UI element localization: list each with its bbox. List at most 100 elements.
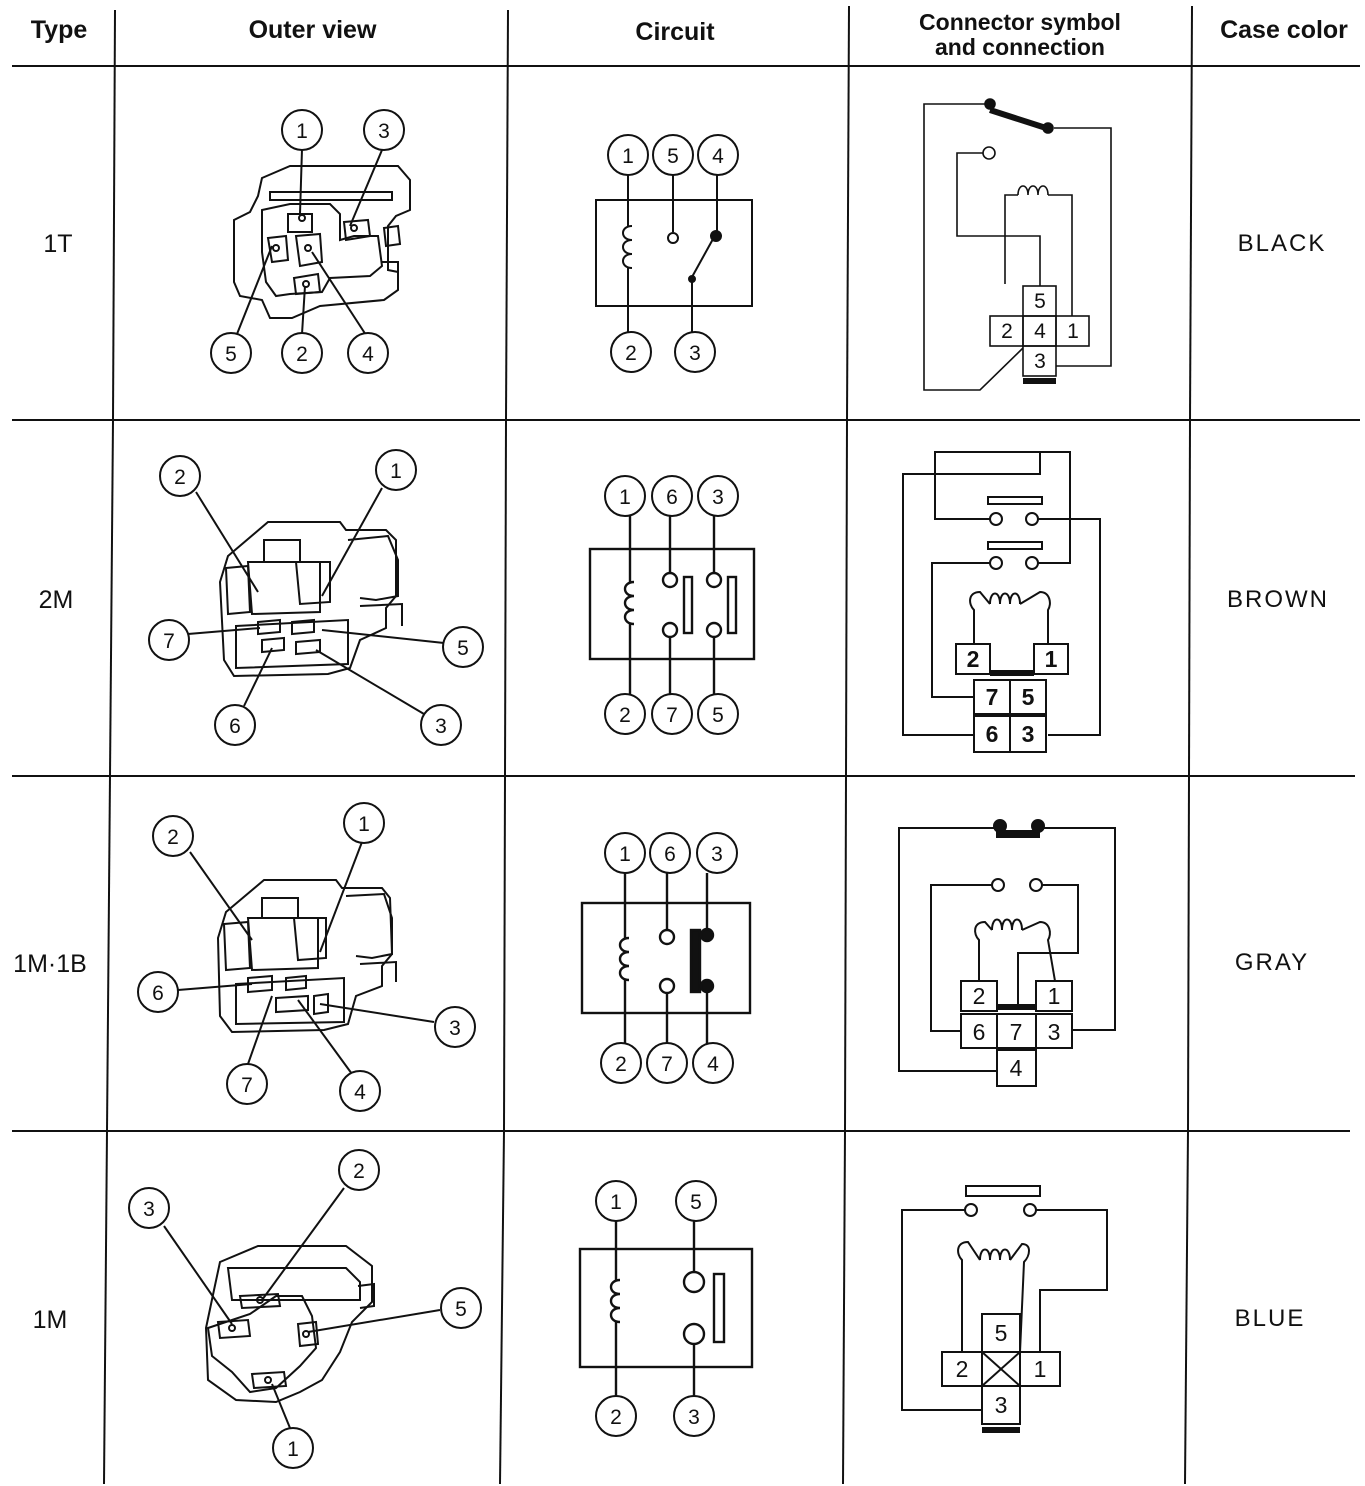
outer-2m-pin-2: 2 (174, 466, 186, 489)
outer-1t-pin-5: 5 (225, 343, 237, 366)
callout-circle (210, 332, 252, 374)
circuit-1t-pin-4: 4 (712, 145, 724, 168)
outer-1m-pin-2: 2 (353, 1160, 365, 1183)
connector-2m (902, 451, 1101, 753)
circuit-1t-pin-1: 1 (622, 145, 634, 168)
header-connector-line1: Connector symbol (919, 9, 1121, 35)
conn-2m-cell-6: 6 (986, 721, 999, 747)
outer-1m1b-pin-6: 6 (152, 982, 164, 1005)
callout-circle (347, 332, 389, 374)
circuit-1m (578, 1220, 754, 1396)
conn-1m1b-cell-1: 1 (1048, 983, 1061, 1009)
circuit-2m-pin-7: 7 (666, 704, 678, 727)
outer-view-1m (163, 1187, 441, 1429)
connector-1t (923, 98, 1112, 391)
conn-1t-cell-3: 3 (1034, 350, 1046, 373)
circuit-1m-pin-2: 2 (610, 1406, 622, 1429)
outer-2m-pin-5: 5 (457, 637, 469, 660)
table-grid (12, 5, 1360, 1485)
conn-1t-cell-1: 1 (1067, 320, 1079, 343)
outer-1m1b-pin-2: 2 (167, 826, 179, 849)
outer-1t-pin-3: 3 (378, 120, 390, 143)
circuit-1m1b (580, 873, 752, 1044)
circuit-2m-pin-6: 6 (666, 486, 678, 509)
conn-1m1b-cell-3: 3 (1048, 1019, 1061, 1045)
outer-1t-pin-1: 1 (296, 120, 308, 143)
header-circuit: Circuit (635, 18, 715, 46)
case-color-blue: BLUE (1234, 1305, 1306, 1332)
callout-circle (281, 109, 323, 151)
outer-1t-pin-2: 2 (296, 343, 308, 366)
case-color-black: BLACK (1237, 230, 1327, 257)
conn-1t-cell-4: 4 (1034, 320, 1046, 343)
conn-1m1b-cell-2: 2 (973, 983, 986, 1009)
connector-1m (901, 1185, 1108, 1433)
circuit-1m1b-pin-7: 7 (661, 1053, 673, 1076)
type-label-2m: 2M (38, 586, 74, 614)
conn-1t-cell-5: 5 (1034, 290, 1046, 313)
conn-1m-cell-2: 2 (956, 1356, 969, 1382)
conn-1m1b-cell-7: 7 (1010, 1019, 1023, 1045)
conn-2m-cell-1: 1 (1045, 646, 1058, 672)
circuit-2m (588, 515, 756, 696)
conn-1m1b-cell-6: 6 (973, 1019, 986, 1045)
circuit-1m1b-pin-2: 2 (615, 1053, 627, 1076)
circuit-1t-pin-5: 5 (667, 145, 679, 168)
outer-2m-pin-1: 1 (390, 460, 402, 483)
circuit-1t-pins (607, 134, 739, 373)
type-label-1t: 1T (43, 230, 73, 258)
outer-view-1m1b (177, 841, 435, 1075)
conn-1t-cell-2: 2 (1001, 320, 1013, 343)
outer-view-1t (233, 148, 411, 336)
callout-circle (363, 109, 405, 151)
circuit-1m1b-pin-4: 4 (707, 1053, 719, 1076)
circuit-1m-pin-3: 3 (688, 1406, 700, 1429)
circuit-1m-pin-5: 5 (690, 1191, 702, 1214)
conn-1m-cell-3: 3 (995, 1392, 1008, 1418)
conn-2m-cell-2: 2 (967, 646, 980, 672)
circuit-2m-pin-1: 1 (619, 486, 631, 509)
type-label-1m: 1M (32, 1306, 68, 1334)
outer-1m-pin-5: 5 (455, 1298, 467, 1321)
conn-2m-cell-7: 7 (986, 684, 999, 710)
header-connector: Connector symbol and connection (860, 10, 1180, 60)
header-case-color: Case color (1220, 16, 1348, 44)
outer-view-1t-callouts (210, 109, 405, 374)
conn-2m-cell-5: 5 (1022, 684, 1035, 710)
callout-circle (281, 332, 323, 374)
case-color-brown: BROWN (1227, 586, 1329, 613)
connector-1m1b (898, 819, 1116, 1087)
case-color-gray: GRAY (1234, 949, 1310, 976)
outer-2m-pin-6: 6 (229, 715, 241, 738)
circuit-1m1b-pin-3: 3 (711, 843, 723, 866)
header-connector-line2: and connection (935, 33, 1105, 60)
conn-1m-cell-1: 1 (1034, 1356, 1047, 1382)
circuit-1t (595, 175, 753, 334)
outer-1m1b-pin-3: 3 (449, 1017, 461, 1040)
circuit-2m-pin-2: 2 (619, 704, 631, 727)
conn-2m-cell-3: 3 (1022, 721, 1035, 747)
conn-1m1b-cell-4: 4 (1010, 1055, 1023, 1081)
circuit-1t-pin-3: 3 (689, 342, 701, 365)
outer-1m-pin-1: 1 (287, 1438, 299, 1461)
outer-2m-pin-3: 3 (435, 715, 447, 738)
circuit-1m1b-pin-6: 6 (664, 843, 676, 866)
outer-1m1b-pin-4: 4 (354, 1081, 366, 1104)
outer-1t-pin-4: 4 (362, 343, 374, 366)
conn-1m-cell-5: 5 (995, 1320, 1008, 1346)
outer-view-2m (187, 487, 445, 715)
circuit-1m1b-pin-1: 1 (619, 843, 631, 866)
outer-1m1b-pin-7: 7 (241, 1074, 253, 1097)
outer-1m1b-pin-1: 1 (358, 813, 370, 836)
circuit-2m-pin-5: 5 (712, 704, 724, 727)
header-outer-view: Outer view (248, 16, 377, 44)
outer-1m-pin-3: 3 (143, 1198, 155, 1221)
outer-2m-pin-7: 7 (163, 630, 175, 653)
circuit-2m-pin-3: 3 (712, 486, 724, 509)
circuit-1m-pin-1: 1 (610, 1191, 622, 1214)
type-label-1m1b: 1M·1B (13, 950, 87, 978)
circuit-1t-pin-2: 2 (625, 342, 637, 365)
header-type: Type (30, 16, 88, 44)
